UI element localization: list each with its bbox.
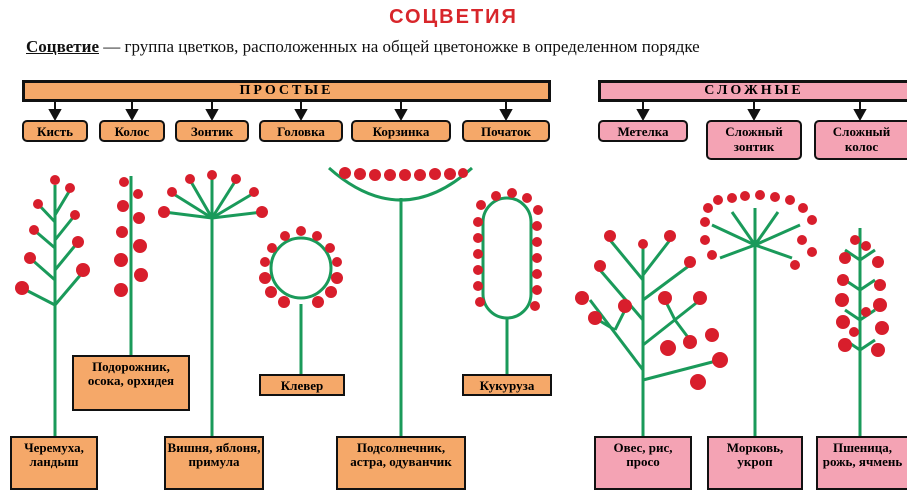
golovka-drawing (271, 238, 331, 376)
example-pochatok: Кукуруза (462, 374, 552, 396)
example-slozhny-zontik: Морковь, укроп (707, 436, 803, 490)
slozhny-kolos-flowers (835, 235, 889, 357)
example-slozhny-kolos: Пшеница, рожь, ячмень (816, 436, 907, 490)
metelka-drawing (590, 240, 720, 436)
connector-arrows (50, 102, 865, 119)
example-kolos: Подорожник, осока, орхидея (72, 355, 190, 411)
korzinka-flowers (339, 167, 468, 181)
example-kist: Черемуха, ландыш (10, 436, 98, 490)
pochatok-drawing (483, 198, 531, 376)
example-golovka: Клевер (259, 374, 345, 396)
example-zontik: Вишня, яблоня, примула (164, 436, 264, 490)
slozhny-zontik-drawing (712, 208, 800, 436)
slozhny-zontik-flowers (700, 190, 817, 270)
example-korzinka: Подсолнечник, астра, одуванчик (336, 436, 466, 490)
example-metelka: Овес, рис, просо (594, 436, 692, 490)
korzinka-drawing (329, 168, 472, 436)
